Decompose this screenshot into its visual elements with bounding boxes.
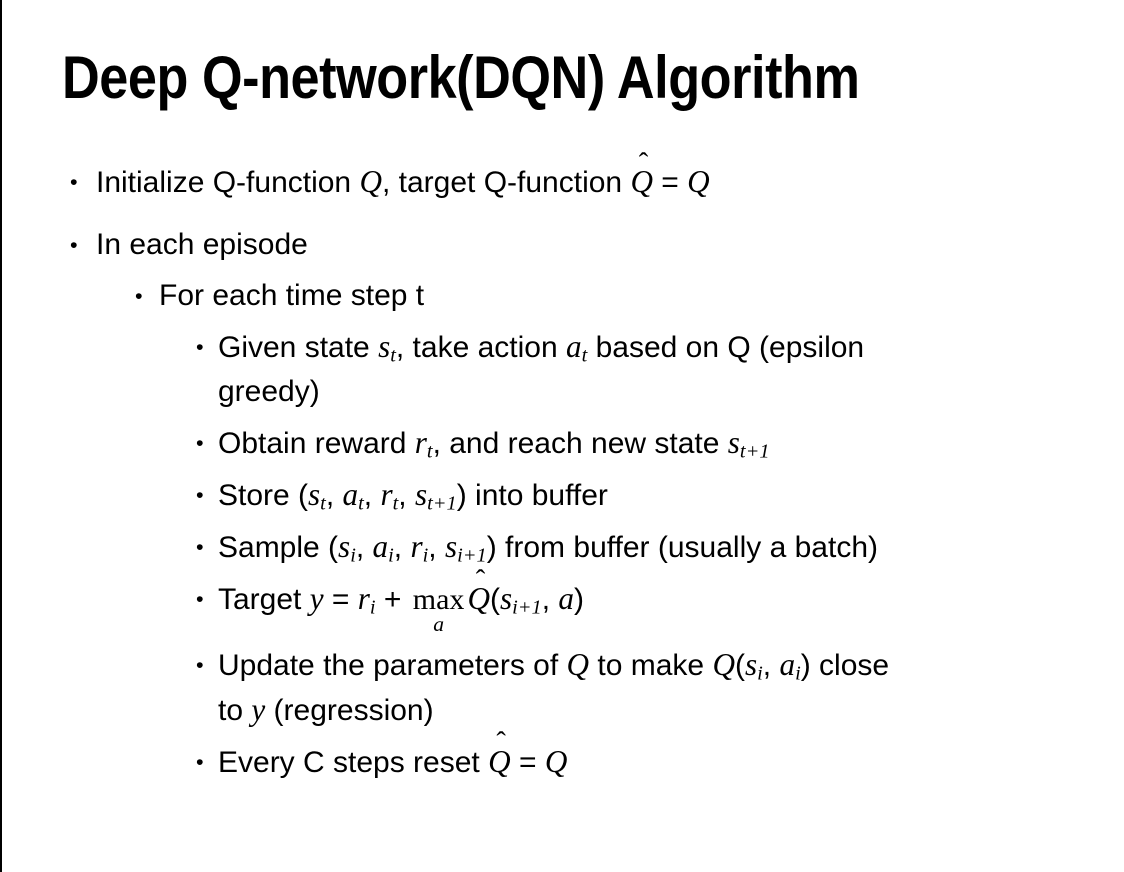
bullet-item: • For each time step t [62,274,1088,318]
math-subscript: t [390,344,396,367]
bullet-item: • Store (st, at, rt, st+1) into buffer [62,473,1088,518]
bullet-text: Given state st, take action at based on … [218,329,865,408]
bullet-text: Store (st, at, rt, st+1) into buffer [218,477,608,515]
bullet-text: In each episode [96,228,308,261]
bullet-marker: • [70,169,78,194]
math-subscript: i+1 [512,596,542,619]
math-subscript: i [757,662,763,685]
math-variable: a [779,646,796,682]
math-variable: Q [687,164,710,199]
bullet-marker: • [196,430,204,455]
math-variable: Q [467,581,490,616]
math-variable: a [342,477,359,512]
math-subscript: i [388,544,394,567]
math-subscript: t [581,344,588,367]
math-variable: r [380,477,393,512]
math-subscript: t [426,440,433,463]
bullet-item: • Sample (si, ai, ri, si+1) from buffer (… [62,525,1088,570]
bullet-text: Initialize Q-function Q, target Q-functi… [96,149,1088,205]
bullet-item: •Given state st, take action at based on… [62,325,1088,414]
math-variable: a [566,329,582,364]
math-variable: s [378,329,391,364]
math-variable: s [499,581,513,616]
math-variable: y [251,691,266,727]
bullet-list: • Initialize Q-function Q, target Q-funct… [62,149,1088,785]
operator-name: max [412,583,465,616]
bullet-marker: • [196,748,204,774]
math-subscript: t [358,492,364,515]
bullet-item: • In each episode [62,223,1088,267]
slide-title: Deep Q-network(DQN) Algorithm [62,44,860,111]
hat-accent: ˆ [496,727,506,759]
bullet-text: Update the parameters of Q to make Q(si,… [218,646,890,727]
hat-accent: ˆ [475,564,486,596]
bullet-marker: • [70,232,78,257]
math-variable: Q [359,164,382,199]
math-subscript: i [350,544,356,567]
math-subscript: t+1 [427,492,457,515]
math-variable: y [309,581,324,616]
math-variable: Q [544,743,568,779]
math-variable: Q [712,646,735,682]
math-variable: s [444,529,458,564]
bullet-marker: • [196,482,204,507]
math-variable: a [558,581,574,616]
math-subscript: t [392,492,399,515]
math-variable: r [410,529,423,564]
bullet-marker: • [196,586,204,611]
math-variable: s [414,477,428,512]
slide-left-border [0,0,2,872]
bullet-text: Sample (si, ai, ri, si+1) from buffer (u… [218,529,878,567]
operator-underscript: a [433,612,444,636]
bullet-text: For each time step t [159,279,425,312]
math-subscript: i [422,544,429,567]
math-variable: r [414,425,427,460]
math-subscript: i [369,596,376,619]
bullet-marker: • [135,283,143,308]
math-subscript: t+1 [739,440,770,463]
math-subscript: t [320,492,326,515]
math-variable: r [357,581,370,616]
bullet-marker: • [196,651,204,677]
math-variable: s [338,529,351,564]
math-variable: s [308,477,321,512]
math-variable: Q [566,646,590,682]
math-variable: a [372,529,389,564]
hat-accent: ˆ [638,147,649,179]
math-subscript: i+1 [457,544,487,567]
math-variable: s [744,646,758,682]
bullet-item: •Obtain reward rt, and reach new state s… [62,421,1088,466]
bullet-text: Obtain reward rt, and reach new state st… [218,425,770,463]
bullet-marker: • [196,334,204,359]
math-variable: s [727,425,740,460]
math-subscript: i [795,662,801,685]
math-variable: Q [488,743,511,779]
bullet-item: • Update the parameters of Q to make Q(si… [62,643,1088,733]
math-variable: Q [630,164,653,199]
bullet-item: • Initialize Q-function Q, target Q-funct… [62,149,1088,205]
bullet-marker: • [196,534,204,559]
